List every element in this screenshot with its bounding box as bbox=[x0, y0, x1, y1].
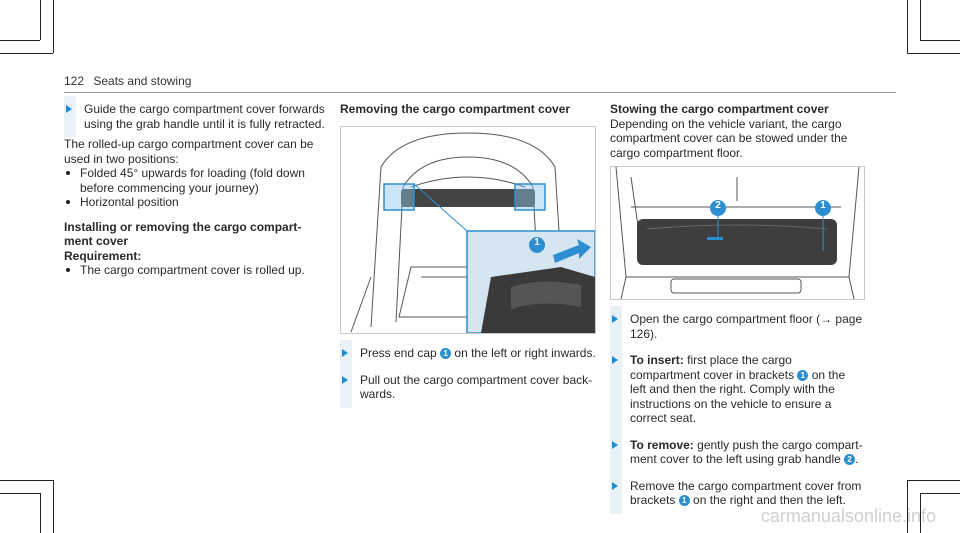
instruction-step: Guide the cargo compartment cover forwar… bbox=[64, 96, 326, 137]
callout-1-icon: 1 bbox=[797, 369, 809, 381]
bullet-icon bbox=[66, 268, 70, 272]
intro-text: Depending on the vehicle variant, the ca… bbox=[610, 116, 848, 160]
crop-mark bbox=[40, 493, 41, 533]
heading-line: Installing or removing the cargo compart… bbox=[64, 219, 302, 234]
list-item: The cargo compartment cover is rolled up… bbox=[64, 263, 326, 278]
callout-number: 1 bbox=[534, 237, 540, 248]
crop-mark bbox=[920, 493, 960, 494]
middle-steps: Press end cap 1 on the left or right inw… bbox=[340, 340, 596, 408]
step-arrow-icon bbox=[342, 349, 348, 357]
step-text: . bbox=[855, 452, 859, 466]
step-text: Remove the cargo compartment cover from … bbox=[630, 478, 862, 508]
middle-column: Removing the cargo compartment cover bbox=[340, 102, 596, 117]
bullet-text: Horizontal position bbox=[80, 195, 179, 209]
step-arrow-icon bbox=[612, 356, 618, 364]
instruction-step: To insert: first place the cargo compart… bbox=[610, 347, 864, 431]
crop-mark bbox=[907, 480, 960, 481]
instruction-step: Open the cargo compartment floor (→ page… bbox=[610, 306, 864, 347]
step-text: on the left and then the right. Comply w… bbox=[630, 367, 846, 426]
heading-line: ment cover bbox=[64, 234, 129, 248]
section-heading: Stowing the cargo compartment cover bbox=[610, 102, 829, 116]
list-item: Horizontal position bbox=[64, 195, 326, 210]
step-text: Press end cap bbox=[360, 346, 437, 360]
step-label: To insert: bbox=[630, 353, 684, 367]
crop-mark bbox=[920, 493, 921, 533]
left-column: Guide the cargo compartment cover forwar… bbox=[64, 96, 326, 278]
step-text: gently push the cargo compart-ment cover… bbox=[630, 437, 863, 467]
bullet-icon bbox=[66, 200, 70, 204]
step-label: To remove: bbox=[630, 437, 694, 452]
header-rule bbox=[64, 92, 896, 93]
page-header: 122 Seats and stowing bbox=[64, 74, 191, 88]
crop-mark bbox=[53, 0, 54, 53]
requirement-label: Requirement: bbox=[64, 248, 142, 263]
callout-number: 2 bbox=[715, 200, 721, 211]
section-heading: Installing or removing the cargo compart… bbox=[64, 220, 326, 249]
step-text: Pull out the cargo compartment cover bac… bbox=[360, 372, 593, 402]
step-text: Open the cargo compartment floor (→ page… bbox=[630, 312, 863, 341]
callout-1-icon: 1 bbox=[440, 348, 452, 359]
cargo-cover-stowing-figure: 2 1 bbox=[610, 166, 865, 300]
section-title: Seats and stowing bbox=[93, 74, 192, 88]
right-column: Stowing the cargo compartment cover Depe… bbox=[610, 102, 864, 160]
crop-mark bbox=[0, 493, 40, 494]
crop-mark bbox=[0, 53, 53, 54]
step-text: Guide the cargo compartment cover forwar… bbox=[84, 102, 325, 131]
instruction-step: Remove the cargo compartment cover from … bbox=[610, 472, 864, 514]
floor-storage-illustration bbox=[615, 167, 860, 299]
cargo-cover-removal-figure: 1 bbox=[340, 126, 596, 334]
step-text: on the left or right inwards. bbox=[454, 346, 596, 360]
crop-mark bbox=[907, 53, 960, 54]
callout-number: 1 bbox=[820, 200, 826, 211]
crop-mark bbox=[0, 40, 40, 41]
instruction-step: Press end cap 1 on the left or right inw… bbox=[340, 340, 596, 366]
step-arrow-icon bbox=[66, 105, 72, 113]
step-text: first place the cargo compartment cover … bbox=[630, 353, 795, 382]
crop-mark bbox=[907, 480, 908, 533]
crop-mark bbox=[53, 480, 54, 533]
bullet-text: The cargo compartment cover is rolled up… bbox=[80, 263, 305, 277]
crop-mark bbox=[40, 0, 41, 40]
crop-mark bbox=[907, 0, 908, 53]
crop-mark bbox=[920, 0, 921, 40]
step-arrow-icon bbox=[612, 440, 618, 449]
list-item: Folded 45° upwards for loading (fold dow… bbox=[64, 166, 326, 195]
intro-text: The rolled-up cargo compartment cover ca… bbox=[64, 137, 314, 166]
crop-mark bbox=[0, 480, 53, 481]
instruction-step: To remove: gently push the cargo compart… bbox=[610, 431, 864, 473]
crop-mark bbox=[920, 40, 960, 41]
step-text: on the right and then the left. bbox=[693, 493, 846, 507]
trunk-illustration bbox=[350, 132, 595, 333]
step-arrow-icon bbox=[612, 481, 618, 490]
bullet-text: Folded 45° upwards for loading (fold dow… bbox=[80, 166, 305, 195]
watermark: carmanualsonline.info bbox=[760, 506, 936, 526]
right-steps: Open the cargo compartment floor (→ page… bbox=[610, 306, 864, 514]
callout-1-icon: 1 bbox=[678, 495, 690, 506]
bullet-icon bbox=[66, 171, 70, 175]
section-heading: Removing the cargo compartment cover bbox=[340, 102, 571, 116]
instruction-step: Pull out the cargo compartment cover bac… bbox=[340, 366, 596, 408]
callout-2-icon: 2 bbox=[844, 454, 856, 465]
page-number: 122 bbox=[64, 74, 85, 88]
step-arrow-icon bbox=[342, 375, 348, 384]
step-arrow-icon bbox=[612, 315, 618, 323]
